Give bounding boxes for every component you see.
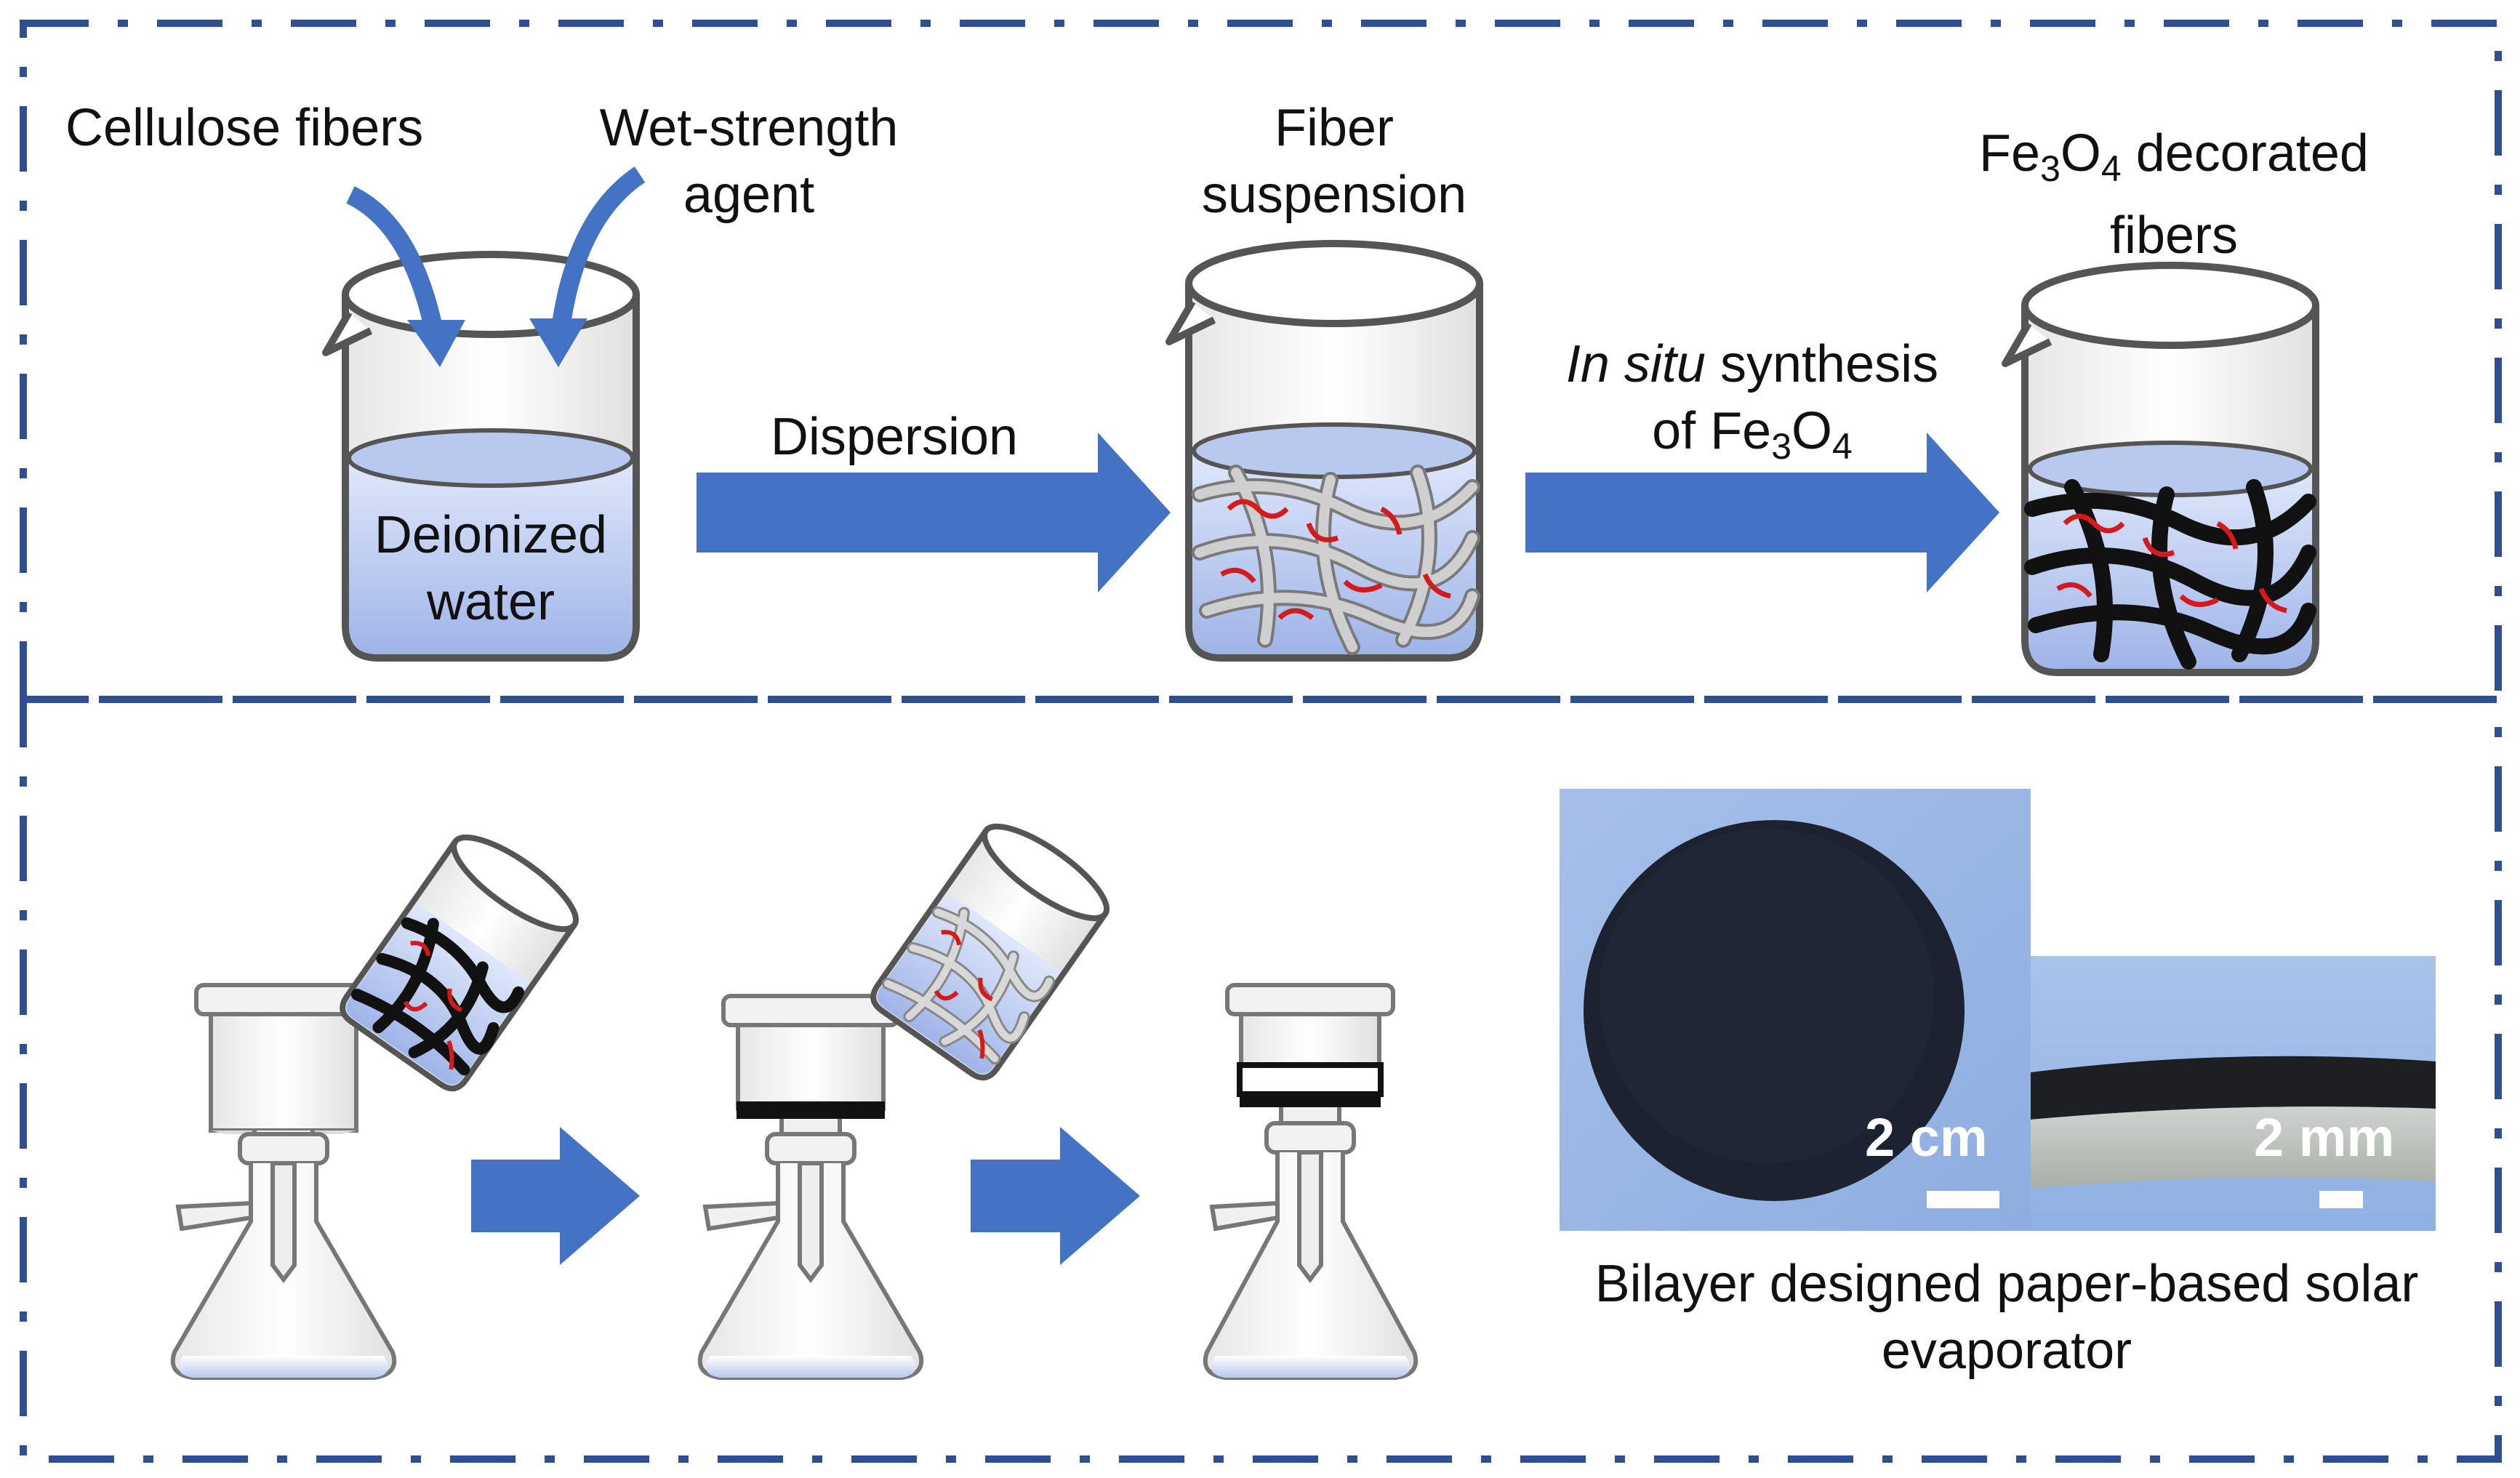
label-cellulose-fibers: Cellulose fibers xyxy=(65,99,424,157)
beaker-fe3o4-fibers xyxy=(2002,262,2319,676)
label-wet-strength-agent: Wet-strength agent xyxy=(599,99,899,224)
beaker-fiber-suspension xyxy=(1165,240,1483,662)
scale-bar-2mm xyxy=(2319,1191,2363,1208)
filtration-flask-1 xyxy=(170,983,397,1380)
photo-evaporator-disc xyxy=(1560,789,2031,1231)
scale-bar-2cm xyxy=(1927,1191,1999,1208)
red-wet-strength-strands xyxy=(1220,499,1451,620)
label-fiber-suspension: Fiber suspension xyxy=(1201,99,1467,224)
scale-label-2cm: 2 cm xyxy=(1865,1107,1988,1168)
black-fibers xyxy=(2024,479,2316,670)
arrow-wet-strength-in xyxy=(529,166,646,367)
beaker-deionized-water xyxy=(322,251,640,662)
in-situ-italic: In situ xyxy=(1565,335,1706,393)
filtration-flask-3 xyxy=(1203,983,1418,1380)
label-in-situ-synthesis: In situ synthesis of Fe3O4 xyxy=(1565,335,1939,467)
label-deionized-water: Deionized water xyxy=(374,506,608,631)
tilted-beaker-gray-fibers xyxy=(870,823,1110,1081)
frame-bottom-panel xyxy=(20,696,2502,1463)
arrow-in-situ-synthesis xyxy=(1525,433,1999,593)
arrow-dispersion xyxy=(697,433,1171,593)
scale-label-2mm: 2 mm xyxy=(2254,1107,2395,1168)
arrow-step-bottom-2 xyxy=(971,1127,1140,1265)
arrow-cellulose-in xyxy=(346,186,465,367)
label-fe3o4-decorated-fibers: Fe3O4 decorated fibers xyxy=(1979,124,2369,265)
label-dispersion: Dispersion xyxy=(770,408,1019,466)
frame-top-panel xyxy=(20,20,2502,703)
caption-bilayer-evaporator: Bilayer designed paper-based solar evapo… xyxy=(1594,1255,2419,1380)
filtration-flask-2 xyxy=(697,994,924,1380)
arrow-step-bottom-1 xyxy=(471,1127,640,1265)
tilted-beaker-black-fibers xyxy=(340,834,579,1092)
photo-cross-section xyxy=(2031,956,2436,1231)
